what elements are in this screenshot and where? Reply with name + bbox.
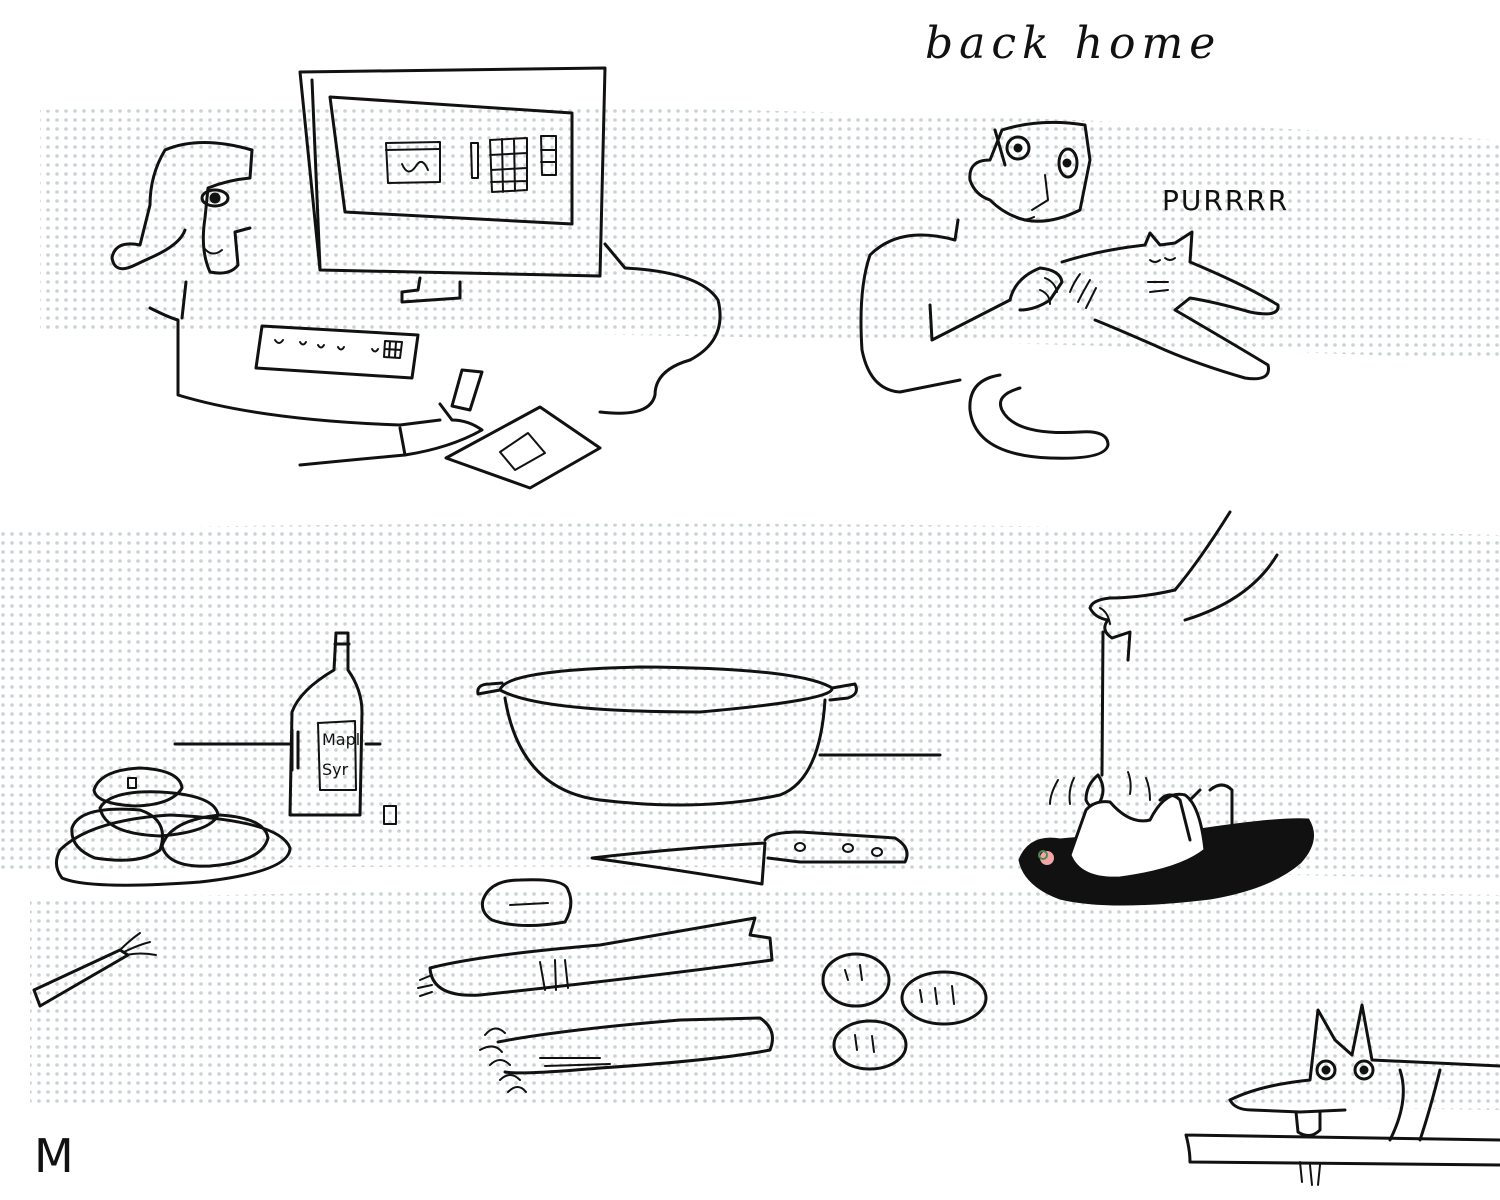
purr-text: PURRRR <box>1162 184 1289 217</box>
comic-title: back home <box>925 18 1221 69</box>
keyboard <box>254 324 420 380</box>
woman-at-computer <box>110 66 722 490</box>
syrup-label-line2: Syr <box>322 760 349 779</box>
man-petting-cat <box>859 120 1280 460</box>
spring-onion <box>479 1016 774 1093</box>
hanging-chicken <box>1018 510 1314 906</box>
syrup-label-line1: Mapl <box>322 730 360 749</box>
maple-syrup-bottle <box>288 631 397 825</box>
pancake-plate <box>55 766 292 887</box>
fork <box>32 932 157 1008</box>
cooking-pot <box>476 665 858 807</box>
leek <box>417 916 774 997</box>
monitor <box>298 66 607 278</box>
dotted-background <box>0 106 1500 1110</box>
kitchen-knife <box>590 830 909 886</box>
potatoes <box>821 952 988 1071</box>
dog <box>1184 1003 1500 1186</box>
onion <box>480 878 573 928</box>
signature: M <box>34 1129 74 1183</box>
